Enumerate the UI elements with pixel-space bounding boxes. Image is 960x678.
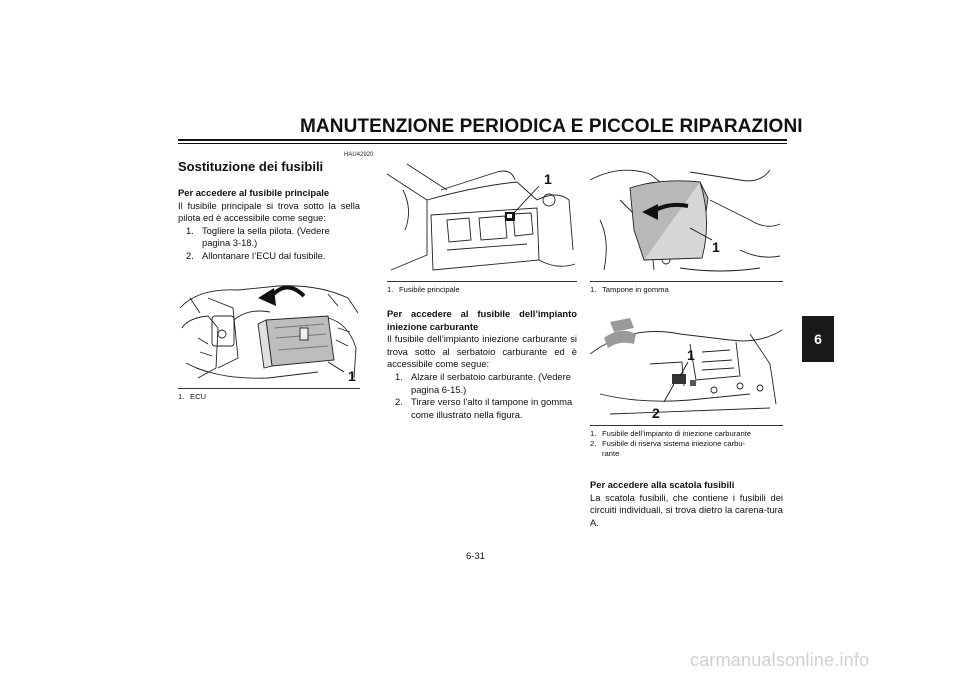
caption-rule xyxy=(590,281,783,282)
list-text: Togliere la sella pilota. (Vedere pagina… xyxy=(202,224,330,249)
caption-text: Fusibile principale xyxy=(399,285,460,294)
caption-item: 1. Fusibile principale xyxy=(387,285,577,295)
watermark: carmanualsonline.info xyxy=(690,650,870,670)
list-number: 1. xyxy=(186,224,194,236)
figure-caption: 1. Fusibile principale xyxy=(387,285,577,295)
ecu-illustration: 1 xyxy=(178,268,360,386)
caption-number: 2. xyxy=(590,439,597,448)
caption-rule xyxy=(178,388,360,389)
caption-item: 1. Tampone in gomma xyxy=(590,285,783,295)
list-number: 2. xyxy=(395,396,403,408)
page-header-title: MANUTENZIONE PERIODICA E PICCOLE RIPARAZ… xyxy=(300,116,803,137)
rubber-pad-illustration: 1 xyxy=(590,160,783,278)
caption-text: ECU xyxy=(190,392,207,401)
paragraph: La scatola fusibili, che contiene i fusi… xyxy=(590,491,783,528)
caption-rule xyxy=(590,425,783,426)
section-title: Sostituzione dei fusibili xyxy=(178,159,324,174)
subheading: Per accedere al fusibile principale xyxy=(178,187,330,198)
caption-text: Fusibile di riserva sistema iniezione ca… xyxy=(602,439,746,458)
figure-caption: 1. Tampone in gomma xyxy=(590,285,783,295)
reference-code: HAU42920 xyxy=(344,152,374,158)
list-item: 1. Togliere la sella pilota. (Vedere pag… xyxy=(178,225,360,250)
list-item: 2. Allontanare l’ECU dal fusibile. xyxy=(178,250,360,263)
caption-text: Fusibile dell’impianto di iniezione carb… xyxy=(602,429,752,438)
callout-label: 2 xyxy=(652,405,660,421)
callout-label: 1 xyxy=(712,239,720,255)
callout-label: 1 xyxy=(687,347,695,363)
middle-text-block: Per accedere al fusibile dell’impianto i… xyxy=(387,308,577,421)
right-text-block: Per accedere alla scatola fusibili La sc… xyxy=(590,479,783,529)
list-number: 1. xyxy=(395,370,403,382)
caption-number: 1. xyxy=(590,429,597,438)
chapter-tab[interactable]: 6 xyxy=(802,316,834,362)
header-rule-thin xyxy=(178,143,787,144)
left-text-block: Per accedere al fusibile principale Il f… xyxy=(178,187,360,263)
main-fuse-illustration: 1 xyxy=(387,160,577,280)
caption-rule xyxy=(387,281,577,282)
injection-fuse-illustration: 1 2 xyxy=(590,304,783,422)
list-item: 1. Alzare il serbatoio carburante. (Vede… xyxy=(387,371,577,396)
paragraph: Il fusibile dell’impianto iniezione carb… xyxy=(387,333,577,370)
list-item: 2. Tirare verso l’alto il tampone in gom… xyxy=(387,396,577,421)
list-text: Alzare il serbatoio carburante. (Vedere … xyxy=(411,370,571,395)
caption-item: 1. ECU xyxy=(178,392,360,402)
callout-label: 1 xyxy=(544,171,552,187)
caption-number: 1. xyxy=(178,392,185,401)
callout-label: 1 xyxy=(348,368,356,384)
caption-number: 1. xyxy=(387,285,394,294)
figure-caption: 1. Fusibile dell’impianto di iniezione c… xyxy=(590,429,783,459)
page-number: 6-31 xyxy=(466,551,486,562)
caption-number: 1. xyxy=(590,285,597,294)
header-rule xyxy=(178,139,787,141)
figure-caption: 1. ECU xyxy=(178,392,360,402)
caption-text: Tampone in gomma xyxy=(602,285,669,294)
paragraph: Il fusibile principale si trova sotto la… xyxy=(178,199,360,224)
list-text: Allontanare l’ECU dal fusibile. xyxy=(202,249,326,261)
caption-item: 1. Fusibile dell’impianto di iniezione c… xyxy=(590,429,783,439)
caption-item: 2. Fusibile di riserva sistema iniezione… xyxy=(590,439,783,459)
list-text: Tirare verso l’alto il tampone in gomma … xyxy=(411,396,573,420)
subheading: Per accedere al fusibile dell’impianto i… xyxy=(387,308,577,332)
subheading: Per accedere alla scatola fusibili xyxy=(590,479,735,490)
list-number: 2. xyxy=(186,249,194,261)
